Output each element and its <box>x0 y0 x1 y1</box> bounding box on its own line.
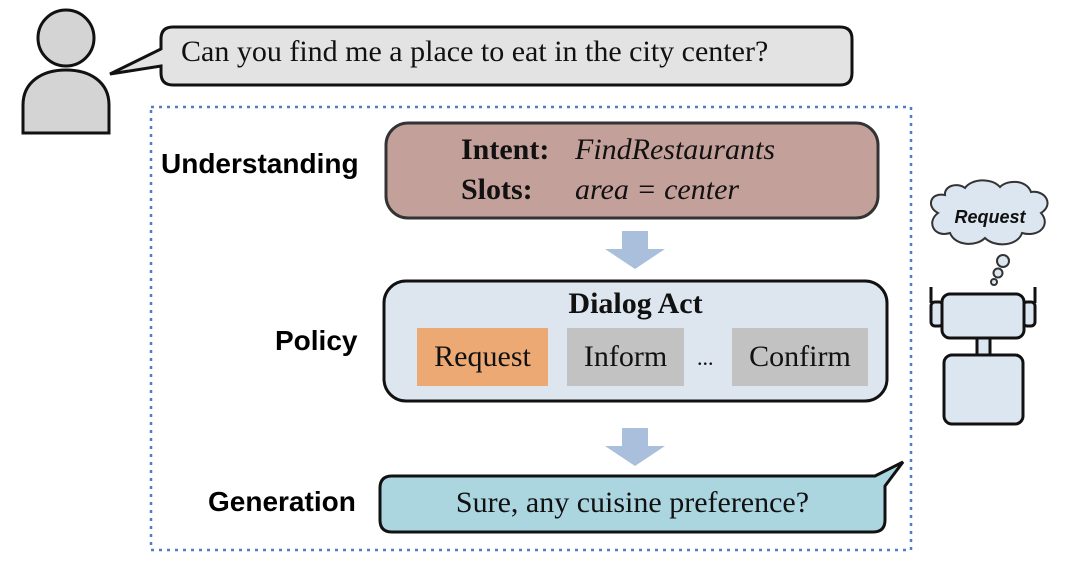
slots-value: area = center <box>575 173 740 206</box>
stage-label-understanding: Understanding <box>161 148 359 179</box>
thought-cloud <box>929 179 1049 286</box>
stage-label-policy: Policy <box>275 325 358 356</box>
system-response: Sure, any cuisine preference? <box>455 486 810 519</box>
pipeline-frame <box>149 105 913 552</box>
slots-row: Slots: area = center <box>461 173 739 207</box>
act-chip-request: Request <box>417 328 548 386</box>
act-chip-confirm: Confirm <box>732 328 868 386</box>
stage-label-generation: Generation <box>208 486 356 517</box>
intent-row: Intent: FindRestaurants <box>461 133 775 167</box>
user-speech-bubble <box>109 25 854 87</box>
intent-value: FindRestaurants <box>575 133 775 166</box>
slots-label: Slots: <box>461 173 533 206</box>
understanding-box <box>384 121 880 220</box>
flow-arrow <box>605 231 665 269</box>
act-ellipsis: ... <box>697 345 714 370</box>
robot-icon <box>929 287 1037 426</box>
act-chip-inform: Inform <box>567 328 684 386</box>
robot-thought-text: Request <box>954 207 1026 227</box>
flow-arrow <box>605 428 665 466</box>
user-utterance: Can you find me a place to eat in the ci… <box>181 35 769 68</box>
intent-label: Intent: <box>461 133 550 166</box>
dialog-act-title: Dialog Act <box>568 287 703 320</box>
system-speech-bubble <box>378 460 905 534</box>
person-icon <box>21 8 111 135</box>
